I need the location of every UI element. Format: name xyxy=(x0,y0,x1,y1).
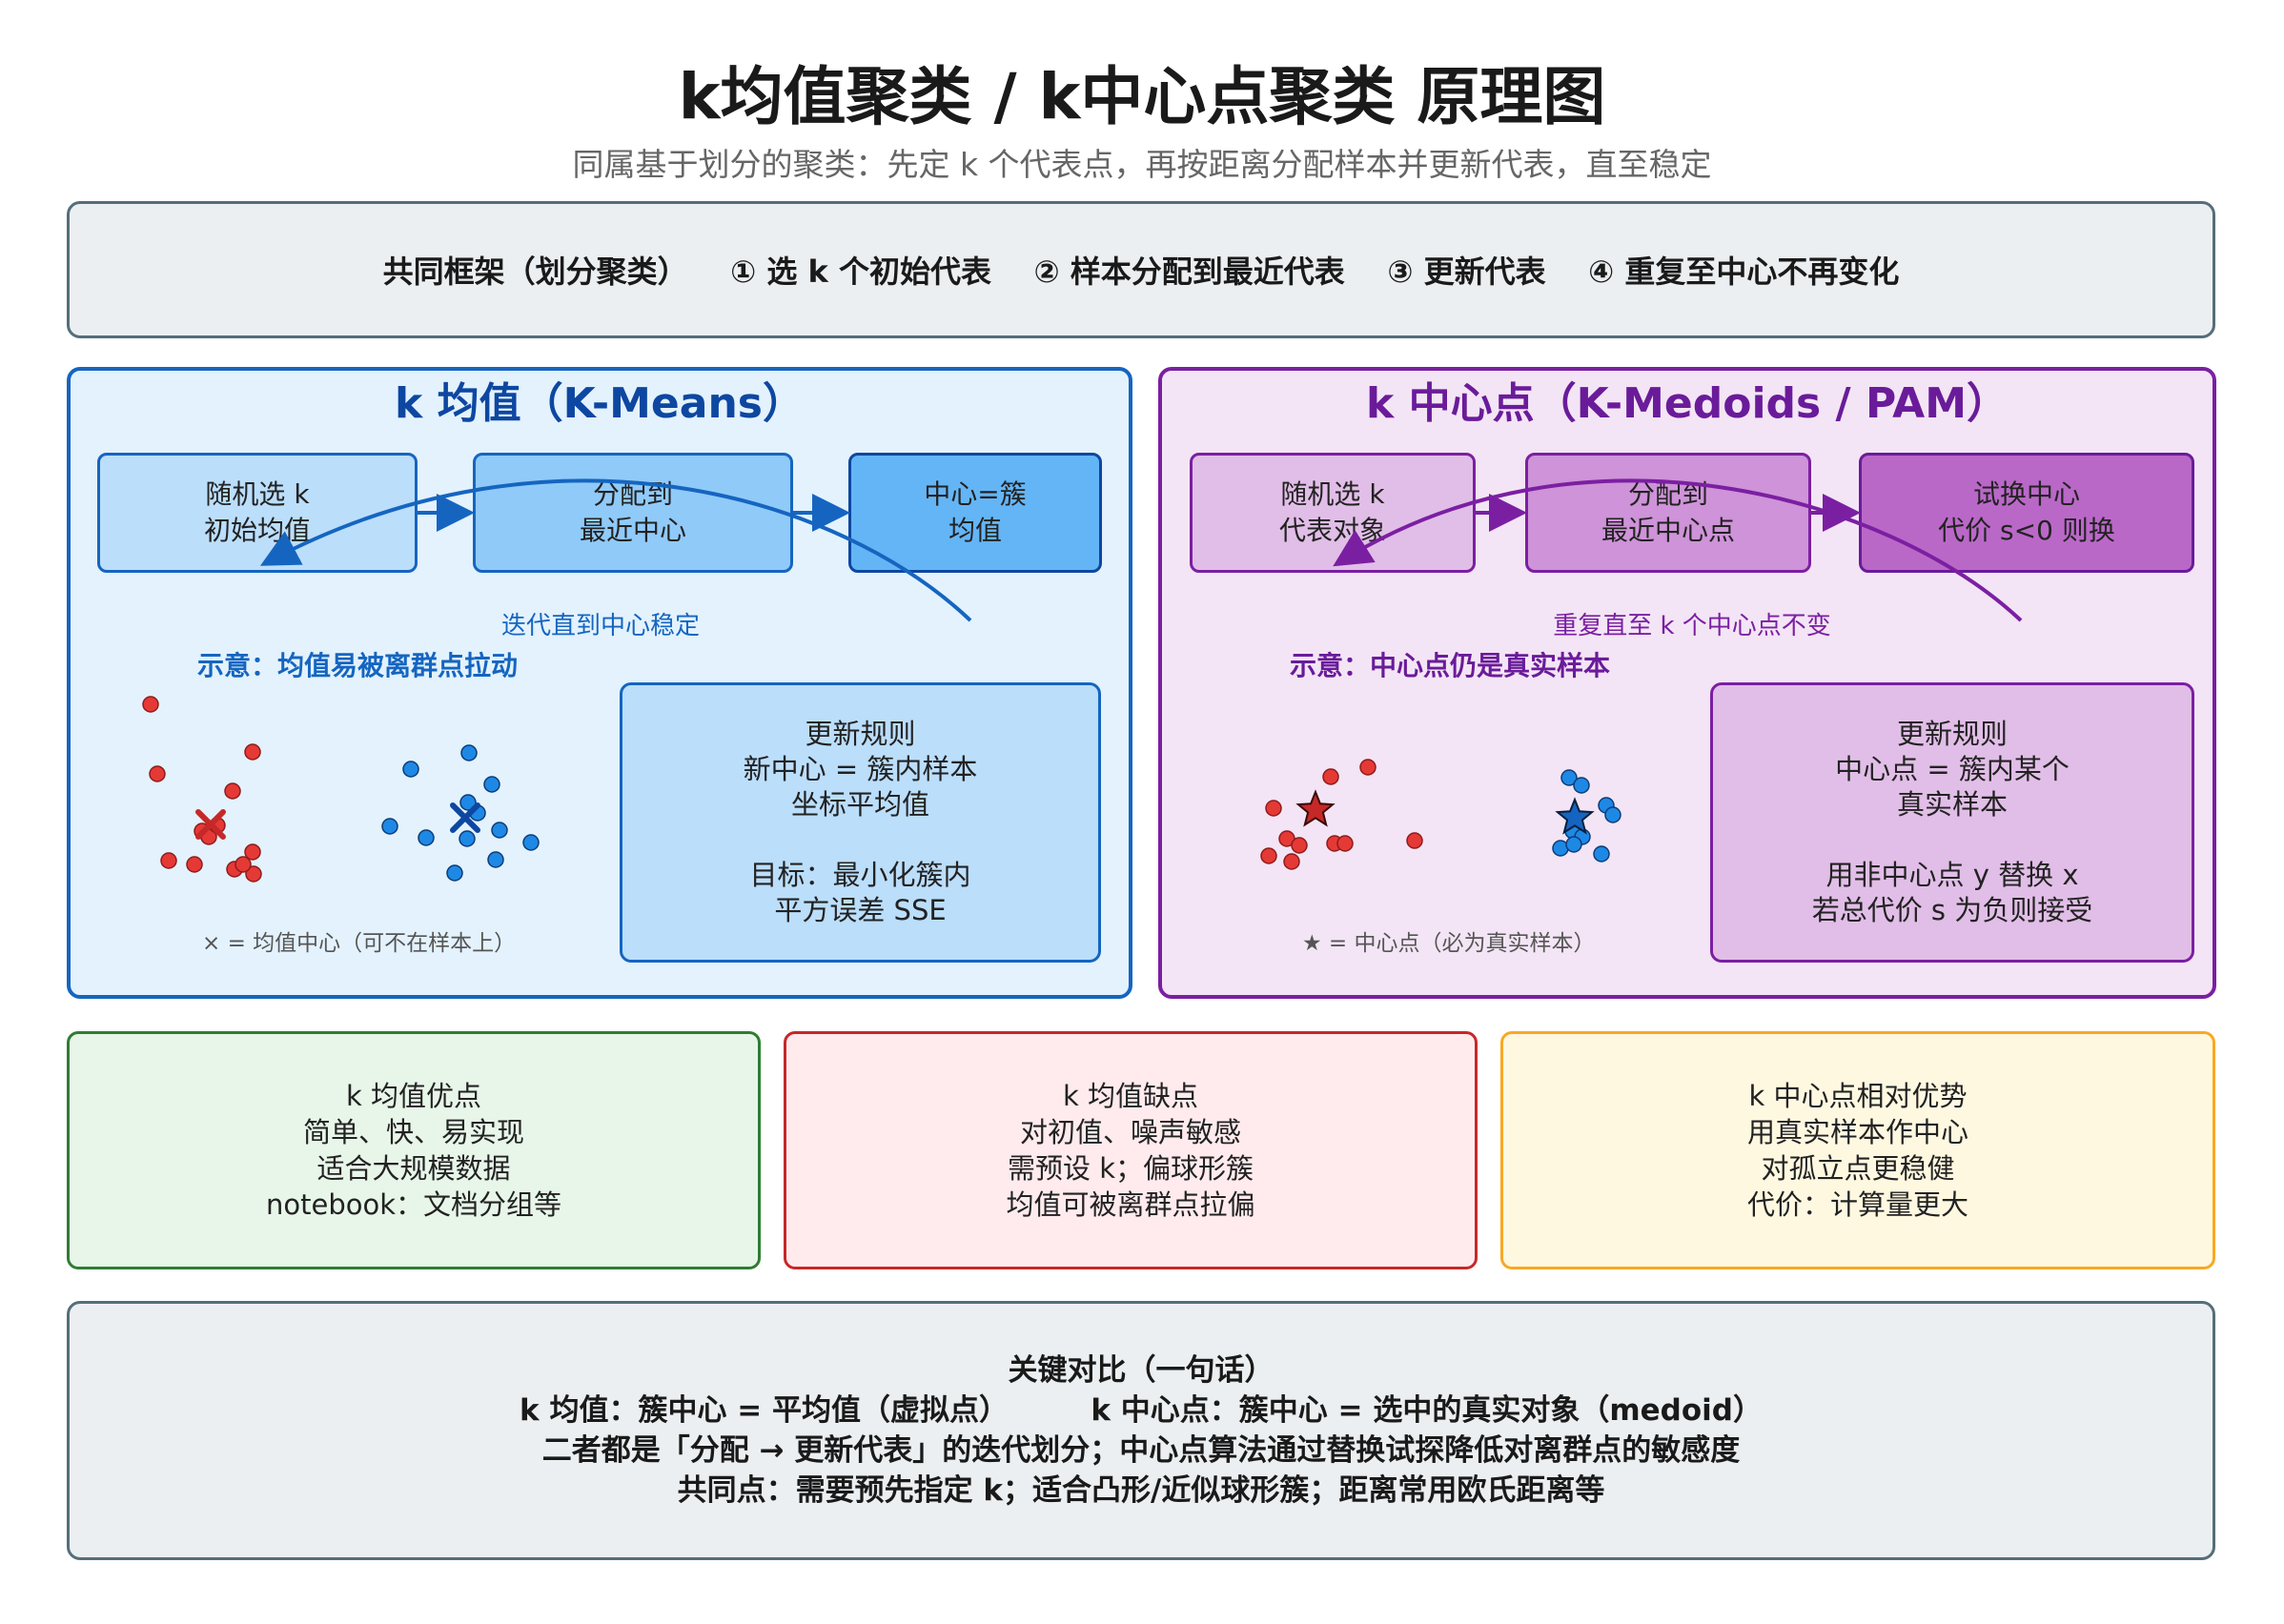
summary-line-3: 共同点：需要预先指定 k；适合凸形/近似球形簇；距离常用欧氏距离等 xyxy=(677,1473,1605,1508)
framework-step-4: ④ 重复至中心不再变化 xyxy=(1588,254,1900,290)
kmedoids-red-cluster xyxy=(1260,759,1423,870)
kmedoids-demo-title: 示意：中心点仍是真实样本 xyxy=(1290,650,1611,681)
kmedoids-legend: ★ = 中心点（必为真实样本） xyxy=(1302,931,1596,956)
kmeans-legend: × = 均值中心（可不在样本上） xyxy=(202,931,517,956)
summary-line-2: 二者都是「分配 → 更新代表」的迭代划分；中心点算法通过替换试探降低对离群点的敏… xyxy=(541,1433,1741,1468)
kmeans-loop-arrow xyxy=(259,478,972,622)
kmedoids-loop-note: 重复直至 k 个中心点不变 xyxy=(1553,612,1831,640)
kmeans-loop-note: 迭代直到中心稳定 xyxy=(500,612,700,640)
summary-heading: 关键对比（一句话） xyxy=(1008,1353,1275,1388)
kmeans-title: k 均值（K-Means） xyxy=(395,379,805,428)
framework-step-2: ② 样本分配到最近代表 xyxy=(1033,254,1345,290)
framework-step-1: ① 选 k 个初始代表 xyxy=(730,254,991,290)
kmeans-demo-title: 示意：均值易被离群点拉动 xyxy=(197,650,519,681)
kmeans-blue-cluster xyxy=(381,744,540,882)
framework-label: 共同框架（划分聚类） xyxy=(382,254,688,290)
kmedoids-step-swap: 试换中心 代价 s<0 则换 xyxy=(1859,453,2194,573)
kmeans-blue-mean-marker xyxy=(450,802,480,833)
summary-box: 关键对比（一句话） k 均值：簇中心 = 平均值（虚拟点） k 中心点：簇中心 … xyxy=(67,1301,2215,1560)
page-title: k均值聚类 / k中心点聚类 原理图 xyxy=(678,60,1606,133)
kmedoids-loop-arrow xyxy=(1333,478,2023,622)
kmeans-step-update: 中心=簇 均值 xyxy=(848,453,1102,573)
summary-line-1: k 均值：簇中心 = 平均值（虚拟点） k 中心点：簇中心 = 选中的真实对象（… xyxy=(520,1393,1763,1428)
kmedoids-advantage-card: k 中心点相对优势 用真实样本作中心 对孤立点更稳健 代价：计算量更大 xyxy=(1500,1031,2215,1269)
kmeans-update-rule: 更新规则 新中心 = 簇内样本 坐标平均值 目标：最小化簇内 平方误差 SSE xyxy=(620,682,1101,963)
page-subtitle: 同属基于划分的聚类：先定 k 个代表点，再按距离分配样本并更新代表，直至稳定 xyxy=(572,146,1712,183)
kmeans-cons-card: k 均值缺点 对初值、噪声敏感 需预设 k；偏球形簇 均值可被离群点拉偏 xyxy=(784,1031,1478,1269)
kmedoids-title: k 中心点（K-Medoids / PAM） xyxy=(1366,379,2009,428)
kmeans-step-assign: 分配到 最近中心 xyxy=(473,453,793,573)
framework-step-3: ③ 更新代表 xyxy=(1387,254,1546,290)
kmeans-red-mean-marker xyxy=(195,809,226,840)
kmedoids-red-medoid-star xyxy=(1295,789,1336,827)
kmeans-red-cluster xyxy=(142,696,262,883)
kmedoids-update-rule: 更新规则 中心点 = 簇内某个 真实样本 用非中心点 y 替换 x 若总代价 s… xyxy=(1710,682,2194,963)
kmeans-pros-card: k 均值优点 简单、快、易实现 适合大规模数据 notebook：文档分组等 xyxy=(67,1031,761,1269)
common-framework-box: 共同框架（划分聚类） ① 选 k 个初始代表 ② 样本分配到最近代表 ③ 更新代… xyxy=(67,201,2215,338)
kmedoids-blue-medoid-star xyxy=(1555,797,1595,835)
kmedoids-step-assign: 分配到 最近中心点 xyxy=(1525,453,1811,573)
